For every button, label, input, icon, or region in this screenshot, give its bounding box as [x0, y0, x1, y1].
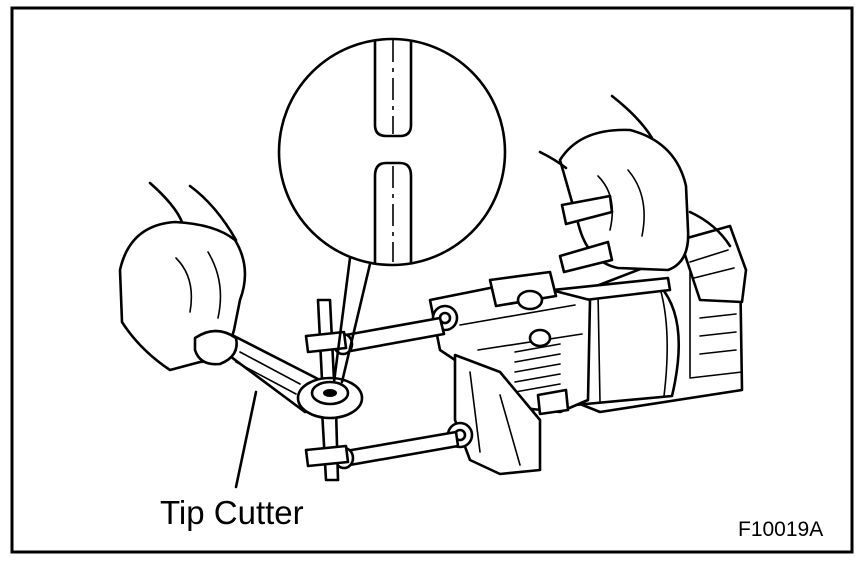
magnified-detail — [277, 37, 507, 384]
figure-id: F10019A — [738, 518, 823, 541]
tip-cutter-tool — [213, 333, 364, 420]
tip-cutter-label: Tip Cutter — [160, 494, 304, 531]
right-hand — [538, 94, 732, 274]
left-hand — [118, 181, 247, 372]
callout-leader — [234, 390, 258, 489]
